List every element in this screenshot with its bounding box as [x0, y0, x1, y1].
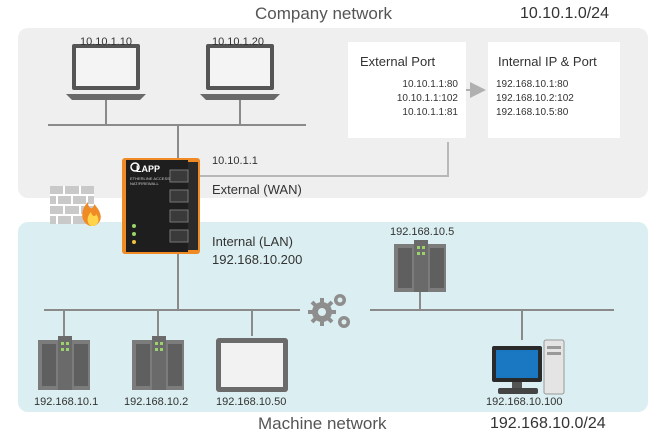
company-network-title: Company network — [255, 4, 393, 23]
firewall-model: ETHERLINE ACCESS NAT/FIREWALL — [130, 176, 170, 186]
gears-icon — [308, 294, 350, 328]
laptop-icon — [200, 44, 280, 100]
internal-port-box: Internal IP & Port 192.168.10.1:80 192.1… — [488, 42, 620, 138]
laptop-icon — [66, 44, 146, 100]
firewall-brand: LAPP — [136, 164, 161, 174]
laptop-ip-label: 10.10.1.10 — [80, 36, 132, 48]
laptop-ip-label: 10.10.1.20 — [212, 36, 264, 48]
plc-icon — [394, 240, 446, 292]
external-port-row: 10.10.1.1:80 — [402, 79, 458, 90]
internal-port-list: 192.168.10.1:80 192.168.10.2:102 192.168… — [496, 78, 574, 120]
wan-to-port-map-line — [200, 142, 449, 177]
wan-ip-label: 10.10.1.1 — [212, 155, 258, 167]
firewall-brick-icon — [50, 186, 101, 226]
company-subnet-label: 10.10.1.0/24 — [520, 5, 609, 22]
external-port-list: 10.10.1.1:80 10.10.1.1:102 10.10.1.1:81 — [397, 78, 458, 120]
external-port-box: External Port 10.10.1.1:80 10.10.1.1:102… — [348, 42, 466, 138]
device-ip-label: 192.168.10.100 — [486, 396, 563, 408]
internal-port-row: 192.168.10.1:80 — [496, 79, 569, 90]
device-ip-label: 192.168.10.2 — [124, 396, 189, 408]
plc-icon — [38, 336, 90, 390]
hmi-panel-icon — [216, 338, 288, 392]
external-port-row: 10.10.1.1:81 — [402, 107, 458, 118]
plc-icon — [132, 336, 184, 390]
device-ip-label: 192.168.10.5 — [390, 226, 455, 238]
internal-port-row: 192.168.10.5:80 — [496, 107, 569, 118]
external-port-row: 10.10.1.1:102 — [396, 93, 458, 104]
firewall-device-icon — [122, 158, 200, 254]
desktop-pc-icon — [492, 339, 565, 395]
machine-subnet-label: 192.168.10.0/24 — [490, 415, 606, 432]
device-ip-label: 192.168.10.1 — [34, 396, 99, 408]
lan-label: Internal (LAN) — [212, 234, 293, 249]
internal-port-row: 192.168.10.2:102 — [496, 93, 574, 104]
machine-network-title: Machine network — [258, 414, 387, 433]
internal-port-title: Internal IP & Port — [498, 54, 597, 69]
device-ip-label: 192.168.10.50 — [216, 396, 287, 408]
machine-network-zone — [18, 222, 648, 412]
external-port-title: External Port — [360, 54, 436, 69]
lan-ip-label: 192.168.10.200 — [212, 252, 303, 267]
wan-label: External (WAN) — [212, 182, 302, 197]
